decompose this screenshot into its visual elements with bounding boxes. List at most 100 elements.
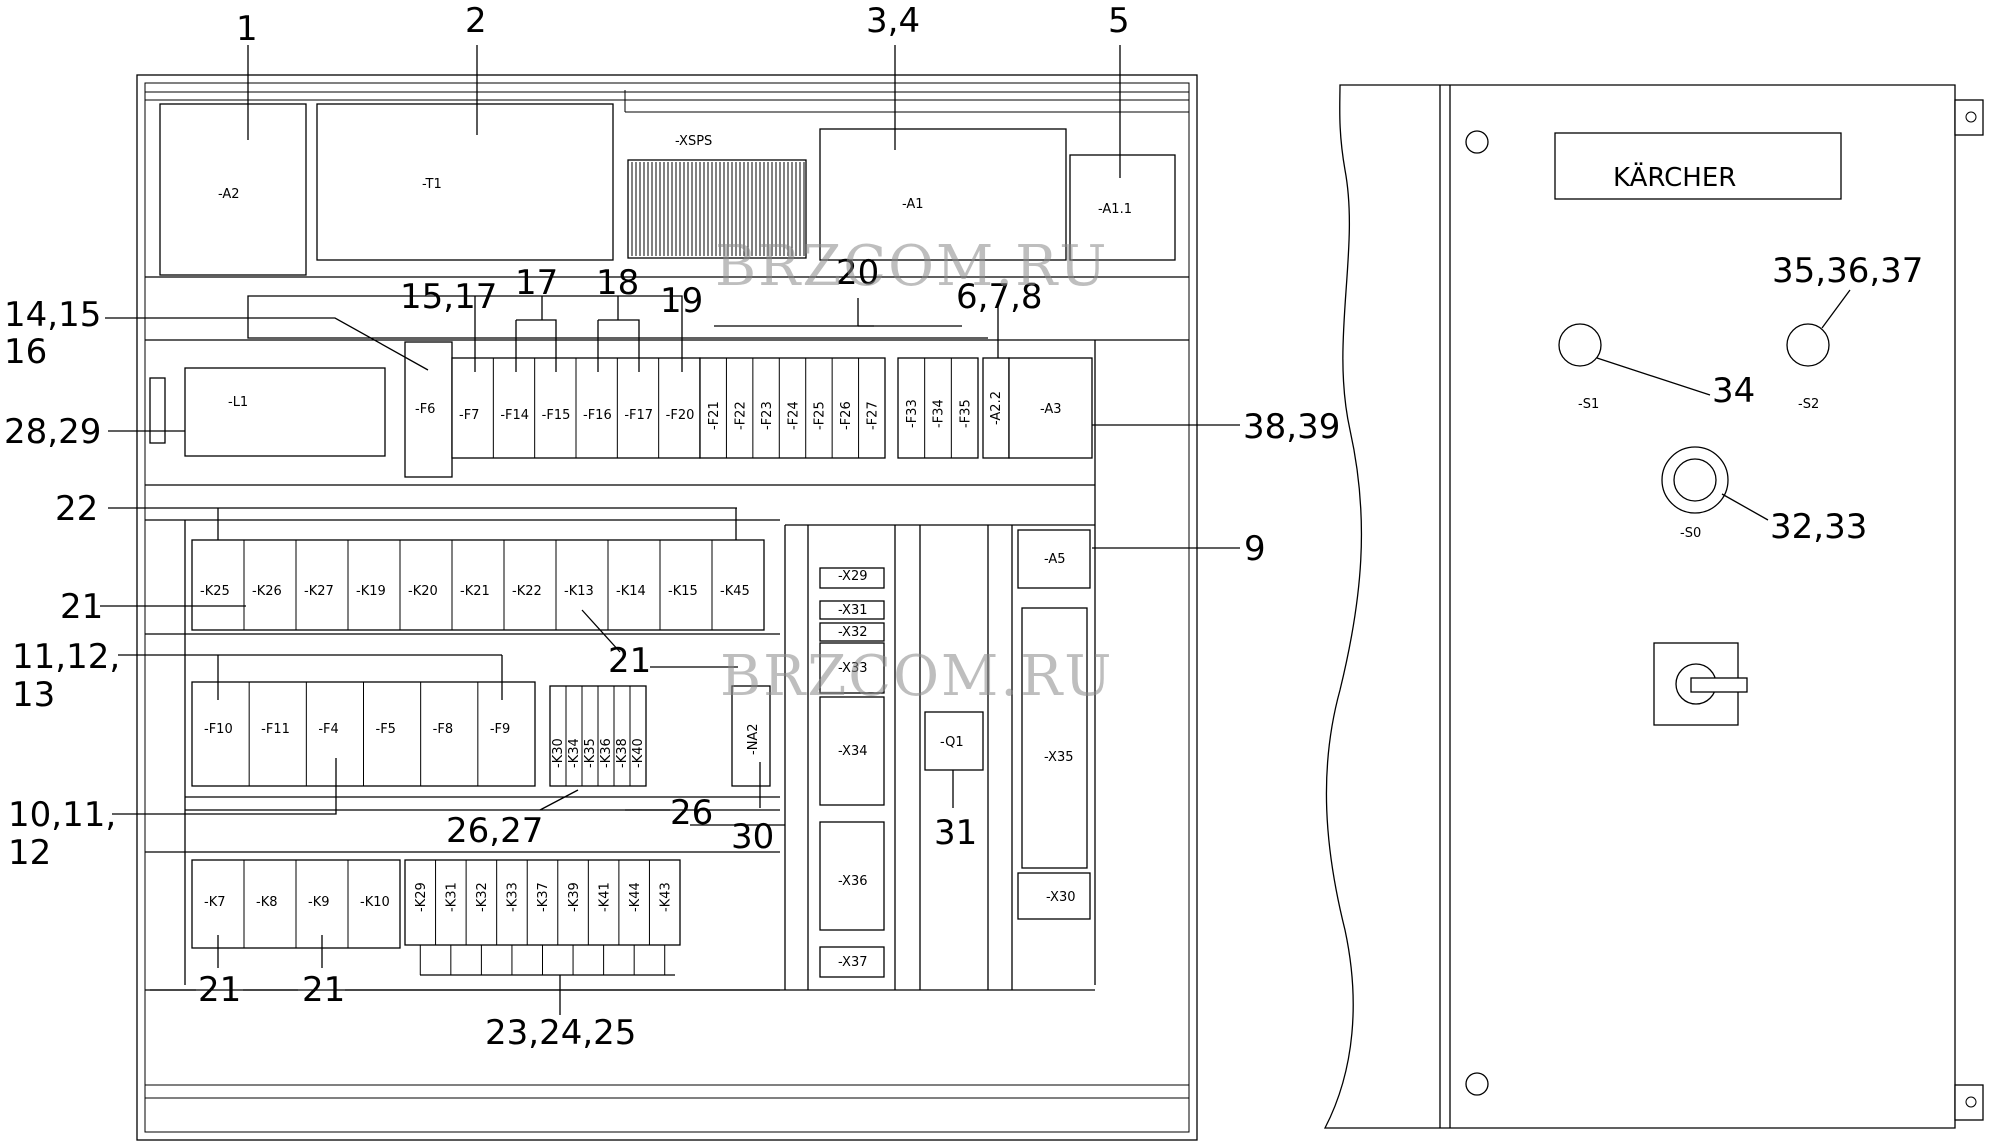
callout-22: 22 bbox=[55, 489, 98, 529]
leader-lines bbox=[100, 45, 1240, 1015]
label-x29: -X29 bbox=[838, 569, 868, 584]
callout-14-15: 14,15 bbox=[4, 295, 101, 335]
label-na2: -NA2 bbox=[746, 723, 761, 755]
callout-10-11-12b: 12 bbox=[8, 833, 51, 873]
callout-34: 34 bbox=[1712, 371, 1755, 411]
callout-21c: 21 bbox=[198, 970, 241, 1010]
fuse-f5: -F5 bbox=[376, 722, 396, 737]
relays-k7-k10: -K7-K8-K9-K10 bbox=[191, 859, 401, 949]
relay-k26: -K26 bbox=[252, 584, 282, 599]
callout-16: 16 bbox=[4, 332, 47, 372]
callout-26-27: 26,27 bbox=[446, 811, 543, 851]
component-x35 bbox=[1021, 607, 1088, 869]
brand-plate bbox=[1554, 132, 1842, 200]
callout-11-12-13b: 13 bbox=[12, 675, 55, 715]
callout-30: 30 bbox=[731, 817, 774, 857]
label-a2: -A2 bbox=[218, 187, 240, 202]
callout-21d: 21 bbox=[302, 970, 345, 1010]
fuse-f11: -F11 bbox=[261, 722, 290, 737]
relays-k30-k40: -K30-K34-K35-K36-K38-K40 bbox=[549, 685, 647, 787]
label-x35: -X35 bbox=[1044, 750, 1074, 765]
callout-5: 5 bbox=[1108, 1, 1130, 41]
fuses-f21-f27: -F21-F22-F23-F24-F25-F26-F27 bbox=[707, 358, 881, 458]
fuses-f7-f20: -F7-F14-F15-F16-F17-F20 bbox=[459, 358, 694, 458]
fuse-f15: -F15 bbox=[542, 408, 571, 423]
relay-k39: -K39 bbox=[567, 882, 582, 912]
label-x32: -X32 bbox=[838, 625, 868, 640]
fuse-f14: -F14 bbox=[500, 408, 529, 423]
watermark-middle: BRZCOM.RU bbox=[720, 644, 1113, 709]
component-small-terminal bbox=[149, 377, 166, 444]
label-s0: -S0 bbox=[1680, 526, 1701, 541]
door-screw-bottom bbox=[1465, 1072, 1489, 1096]
relay-k35: -K35 bbox=[583, 738, 598, 768]
relay-k41: -K41 bbox=[597, 882, 612, 912]
label-a1: -A1 bbox=[902, 197, 924, 212]
emergency-stop-s0 bbox=[1673, 458, 1717, 502]
label-a3: -A3 bbox=[1040, 402, 1062, 417]
fuse-f20: -F20 bbox=[666, 408, 695, 423]
component-f6 bbox=[404, 341, 453, 478]
callout-32-33: 32,33 bbox=[1770, 507, 1867, 547]
label-a1-1: -A1.1 bbox=[1098, 202, 1132, 217]
callout-21b: 21 bbox=[608, 641, 651, 681]
fuses-f33-f35: -F33-F34-F35 bbox=[905, 358, 973, 458]
callout-3-4: 3,4 bbox=[866, 1, 920, 41]
relay-k33: -K33 bbox=[506, 882, 521, 912]
terminal-x33 bbox=[819, 642, 885, 694]
terminal-x32 bbox=[819, 622, 885, 642]
label-x36: -X36 bbox=[838, 874, 868, 889]
switch-s1 bbox=[1558, 323, 1602, 367]
label-a5: -A5 bbox=[1044, 552, 1066, 567]
hinge-top bbox=[1954, 99, 1984, 136]
watermark-top: BRZCOM.RU bbox=[715, 234, 1108, 299]
hinge-bottom bbox=[1954, 1084, 1984, 1121]
callout-23-24-25: 23,24,25 bbox=[485, 1013, 636, 1053]
terminal-blocks: -X29-X31-X32-X33-X34-X36-X37 bbox=[819, 567, 885, 978]
label-s2: -S2 bbox=[1798, 397, 1819, 412]
relay-k19: -K19 bbox=[356, 584, 386, 599]
component-a5 bbox=[1017, 529, 1091, 589]
relay-k25: -K25 bbox=[200, 584, 230, 599]
door-outline bbox=[1323, 84, 1956, 1129]
component-t1 bbox=[316, 103, 614, 261]
fuse-f8: -F8 bbox=[433, 722, 453, 737]
label-xsps: -XSPS bbox=[675, 134, 712, 149]
terminal-x37 bbox=[819, 946, 885, 978]
cabinet-interior: -A2 -T1 -XSPS -A1 -A1.1 -L1 -F6 -F7-F14-… bbox=[4, 1, 1340, 1141]
label-x30: -X30 bbox=[1046, 890, 1076, 905]
fuse-f7: -F7 bbox=[459, 408, 479, 423]
component-na2 bbox=[731, 685, 771, 787]
fuse-f21: -F21 bbox=[707, 401, 722, 430]
relay-k7: -K7 bbox=[204, 895, 226, 910]
terminal-x34 bbox=[819, 696, 885, 806]
fuse-f22: -F22 bbox=[733, 401, 748, 430]
terminal-x36 bbox=[819, 821, 885, 931]
cabinet-door: KÄRCHER -S1 -S2 -S0 35,36,37 34 32,33 bbox=[1323, 84, 1984, 1129]
relay-k36: -K36 bbox=[599, 738, 614, 768]
fuse-block-f21-f27 bbox=[699, 357, 886, 459]
callout-19: 19 bbox=[660, 281, 703, 321]
relay-k32: -K32 bbox=[475, 882, 490, 912]
cabinet-inner-frame bbox=[144, 82, 1190, 1133]
relay-k40: -K40 bbox=[631, 738, 646, 768]
callout-31: 31 bbox=[934, 813, 977, 853]
relay-k22: -K22 bbox=[512, 584, 542, 599]
door-screw-top bbox=[1465, 130, 1489, 154]
component-q1 bbox=[924, 711, 984, 771]
callout-35-36-37: 35,36,37 bbox=[1772, 251, 1923, 291]
callout-2: 2 bbox=[465, 1, 487, 41]
component-xsps bbox=[627, 159, 807, 259]
relays-k25-k45: -K25-K26-K27-K19-K20-K21-K22-K13-K14-K15… bbox=[191, 539, 765, 631]
component-a3 bbox=[1008, 357, 1093, 459]
callout-20: 20 bbox=[836, 253, 879, 293]
label-x37: -X37 bbox=[838, 955, 868, 970]
fuse-f35: -F35 bbox=[958, 399, 973, 428]
fuses-f10-f9: -F10-F11-F4-F5-F8-F9 bbox=[191, 681, 536, 787]
callout-9: 9 bbox=[1244, 529, 1266, 569]
relay-k31: -K31 bbox=[445, 882, 460, 912]
component-a1 bbox=[819, 128, 1067, 261]
terminal-x31 bbox=[819, 600, 885, 620]
fuse-f4: -F4 bbox=[318, 722, 338, 737]
relay-k15: -K15 bbox=[668, 584, 698, 599]
